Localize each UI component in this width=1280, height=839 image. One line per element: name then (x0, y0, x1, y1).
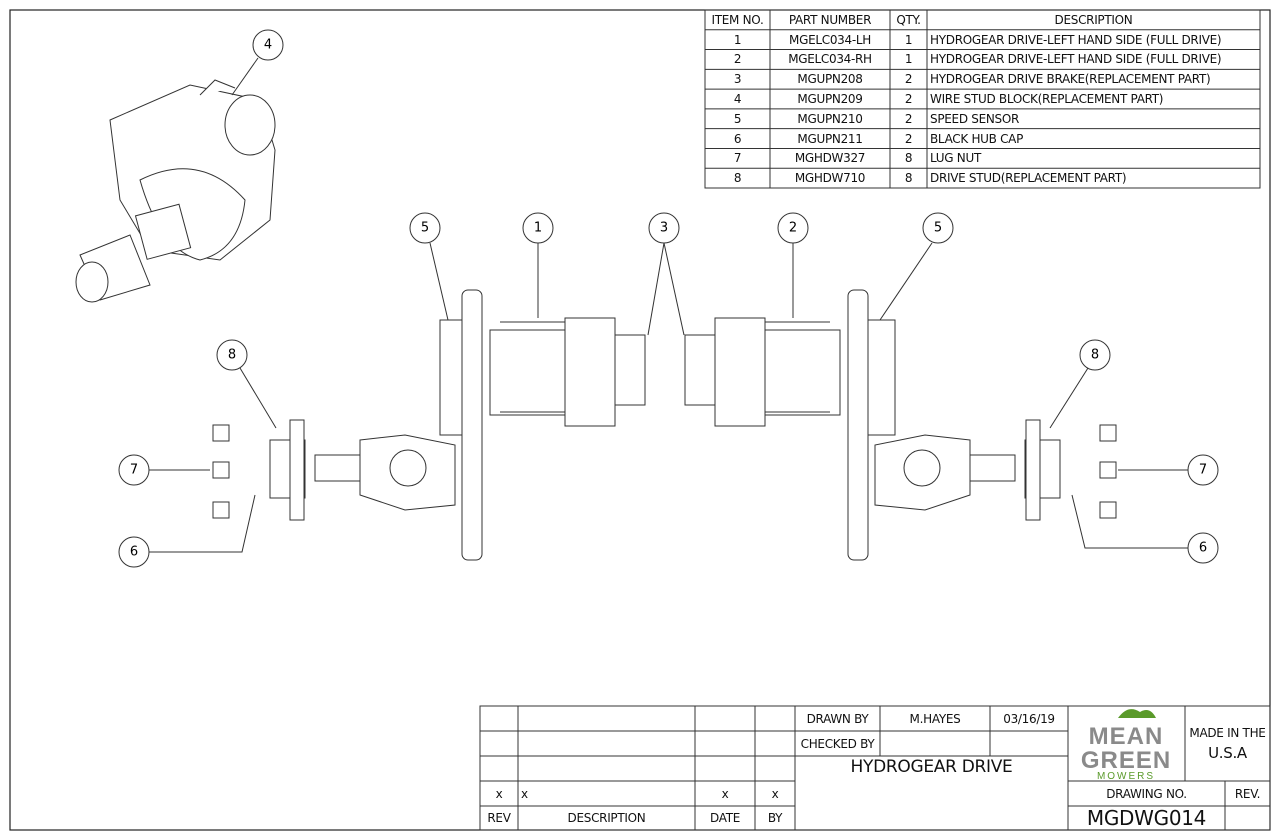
title-block-grid (479, 705, 1271, 831)
bom-cell: 1 (733, 32, 742, 47)
balloon-7-left: 7 (118, 454, 150, 486)
balloon-5-right: 5 (922, 212, 954, 244)
rev-label: REV. (1234, 786, 1261, 801)
by-header: BY (767, 811, 783, 825)
revision-rev: x (495, 786, 503, 801)
bom-cell: 2 (904, 91, 913, 106)
description-header: DESCRIPTION (567, 811, 646, 825)
bom-cell: 5 (733, 111, 742, 126)
svg-text:4: 4 (264, 38, 272, 53)
bom-cell: DRIVE STUD(REPLACEMENT PART) (930, 171, 1127, 186)
drawn-date: 03/16/19 (1003, 711, 1055, 726)
bom-cell: 3 (733, 72, 742, 87)
svg-text:7: 7 (1199, 463, 1207, 478)
svg-text:7: 7 (130, 463, 138, 478)
svg-text:8: 8 (1091, 348, 1099, 363)
bom-cell: MGUPN209 (797, 91, 863, 106)
bom-cell: 2 (904, 131, 913, 146)
svg-text:GREEN: GREEN (1081, 747, 1171, 774)
rev-header: REV (487, 811, 511, 825)
balloon-7-right: 7 (1187, 454, 1219, 486)
balloon-3: 3 (648, 212, 680, 244)
svg-text:6: 6 (1199, 541, 1207, 556)
bom-cell: MGELC034-LH (789, 32, 871, 47)
bom-cell: MGUPN208 (797, 72, 863, 87)
isometric-view (75, 79, 276, 303)
bom-cell: 1 (904, 32, 913, 47)
bom-cell: 6 (733, 131, 742, 146)
bom-cell: MGELC034-RH (788, 52, 872, 67)
balloon-1: 1 (522, 212, 554, 244)
bom-cell: 1 (904, 52, 913, 67)
bom-header-cell: QTY. (896, 12, 921, 27)
balloon-4: 4 (252, 29, 284, 61)
bom-cell: HYDROGEAR DRIVE-LEFT HAND SIDE (FULL DRI… (930, 32, 1222, 47)
svg-text:MOWERS: MOWERS (1097, 771, 1155, 782)
bom-cell: 8 (904, 171, 913, 186)
svg-text:2: 2 (789, 221, 797, 236)
bom-cell: BLACK HUB CAP (930, 131, 1024, 146)
svg-text:5: 5 (934, 221, 942, 236)
bom-cell: SPEED SENSOR (930, 111, 1020, 126)
balloon-8-right: 8 (1079, 339, 1111, 371)
bom-cell: WIRE STUD BLOCK(REPLACEMENT PART) (930, 91, 1164, 106)
bom-cell: MGUPN210 (797, 111, 863, 126)
bom-cell: 8 (904, 151, 913, 166)
bom-header-cell: PART NUMBER (788, 12, 872, 27)
balloon-6-left: 6 (118, 536, 150, 568)
svg-text:5: 5 (421, 221, 429, 236)
bom-cell: HYDROGEAR DRIVE BRAKE(REPLACEMENT PART) (930, 72, 1211, 87)
revision-description: x (521, 786, 528, 801)
bom-cell: 2 (904, 72, 913, 87)
made-in-country: U.S.A (1208, 744, 1247, 762)
right-drive-view (684, 289, 1117, 561)
mean-green-logo: MEAN GREEN MOWERS (1081, 709, 1171, 782)
bom-cell: LUG NUT (930, 151, 981, 166)
balloon-5-left: 5 (409, 212, 441, 244)
bom-cell: 7 (733, 151, 742, 166)
date-header: DATE (709, 811, 741, 825)
bom-cell: HYDROGEAR DRIVE-LEFT HAND SIDE (FULL DRI… (930, 52, 1222, 67)
revision-date: x (721, 786, 729, 801)
svg-text:6: 6 (130, 545, 138, 560)
balloon-8-left: 8 (216, 339, 248, 371)
drawing-no-label: DRAWING NO. (1106, 786, 1187, 801)
bom-cell: 4 (733, 91, 742, 106)
drawing-title: HYDROGEAR DRIVE (850, 757, 1013, 777)
svg-text:8: 8 (228, 348, 236, 363)
svg-text:MEAN: MEAN (1089, 723, 1164, 750)
bom-header-cell: DESCRIPTION (1054, 12, 1133, 27)
svg-text:1: 1 (534, 221, 542, 236)
revision-by: x (771, 786, 779, 801)
made-in-label: MADE IN THE (1189, 726, 1266, 740)
bom-cell: MGUPN211 (797, 131, 863, 146)
svg-text:3: 3 (660, 221, 668, 236)
drawing-number: MGDWG014 (1086, 806, 1207, 830)
balloon-6-right: 6 (1187, 532, 1219, 564)
bom-cell: 8 (733, 171, 742, 186)
checked-by-label: CHECKED BY (800, 736, 875, 751)
bom-grid (704, 9, 1261, 189)
drawn-by-value: M.HAYES (909, 711, 961, 726)
bom-cell: 2 (904, 111, 913, 126)
left-drive-view (212, 289, 646, 561)
balloon-2: 2 (777, 212, 809, 244)
bom-cell: MGHDW710 (794, 171, 866, 186)
leader-lines (149, 57, 1188, 553)
drawn-by-label: DRAWN BY (806, 711, 869, 726)
bom-cell: 2 (733, 52, 742, 67)
bom-header-cell: ITEM NO. (711, 12, 764, 27)
bom-cell: MGHDW327 (794, 151, 866, 166)
